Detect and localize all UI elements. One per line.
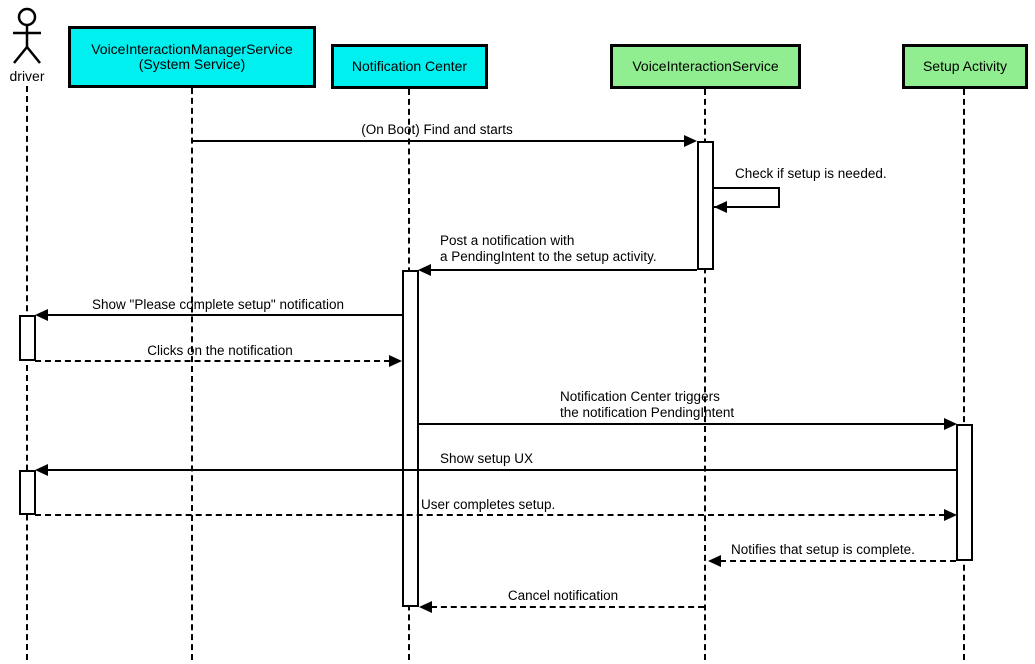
activation-notification-center [402, 270, 419, 607]
message-line [418, 423, 945, 425]
participant-label-line1: VoiceInteractionManagerService [91, 41, 293, 57]
message-line [47, 469, 956, 471]
participant-label: Setup Activity [922, 58, 1008, 74]
stick-figure-icon [13, 7, 41, 64]
message-line [35, 360, 390, 362]
lifeline-voice-interaction-manager-service [191, 88, 193, 660]
arrowhead-left-icon [35, 309, 48, 321]
message-label: Show "Please complete setup" notificatio… [92, 297, 344, 312]
message-label-line2: the notification PendingIntent [560, 404, 735, 420]
arrowhead-left-icon [418, 264, 431, 276]
activation-setup-activity [956, 424, 973, 561]
participant-box-voice-interaction-manager-service: VoiceInteractionManagerService (System S… [68, 26, 316, 88]
message-line [431, 606, 704, 608]
self-message-loop [713, 187, 780, 208]
arrowhead-left-icon [714, 201, 727, 213]
participant-box-voice-interaction-service: VoiceInteractionService [610, 44, 801, 89]
lifeline-voice-interaction-service [704, 89, 706, 660]
message-label: Post a notification with a PendingIntent… [440, 233, 657, 264]
message-label: Cancel notification [507, 588, 619, 603]
actor-driver [7, 6, 47, 66]
participant-box-notification-center: Notification Center [331, 44, 488, 89]
message-line [720, 560, 956, 562]
message-line [193, 140, 685, 142]
activation-driver-2 [19, 470, 36, 515]
message-label: User completes setup. [421, 497, 556, 512]
lifeline-setup-activity [963, 89, 965, 660]
participant-label: Notification Center [351, 58, 468, 74]
participant-box-setup-activity: Setup Activity [902, 44, 1028, 89]
arrowhead-left-icon [419, 601, 432, 613]
arrowhead-left-icon [35, 464, 48, 476]
message-label-line1: Notification Center triggers [560, 389, 720, 404]
arrowhead-right-icon [944, 509, 957, 521]
participant-label-line2: (System Service) [138, 56, 246, 72]
arrowhead-left-icon [708, 555, 721, 567]
activation-voice-interaction-service [697, 141, 714, 270]
message-label: Check if setup is needed. [735, 166, 887, 181]
message-line [47, 314, 402, 316]
message-label-line2: a PendingIntent to the setup activity. [440, 248, 657, 264]
message-label: Show setup UX [440, 451, 534, 466]
activation-driver-1 [19, 315, 36, 361]
actor-driver-label: driver [9, 68, 45, 84]
message-line [35, 514, 945, 516]
message-label: (On Boot) Find and starts [361, 122, 513, 137]
lifeline-driver [26, 86, 28, 660]
arrowhead-right-icon [389, 355, 402, 367]
message-label: Clicks on the notification [147, 343, 293, 358]
message-label: Notifies that setup is complete. [731, 542, 915, 557]
message-label: Notification Center triggers the notific… [560, 389, 734, 420]
participant-label: VoiceInteractionService [632, 58, 779, 74]
arrowhead-right-icon [944, 418, 957, 430]
message-label-line1: Post a notification with [440, 233, 575, 248]
arrowhead-right-icon [684, 135, 697, 147]
message-line [430, 269, 697, 271]
